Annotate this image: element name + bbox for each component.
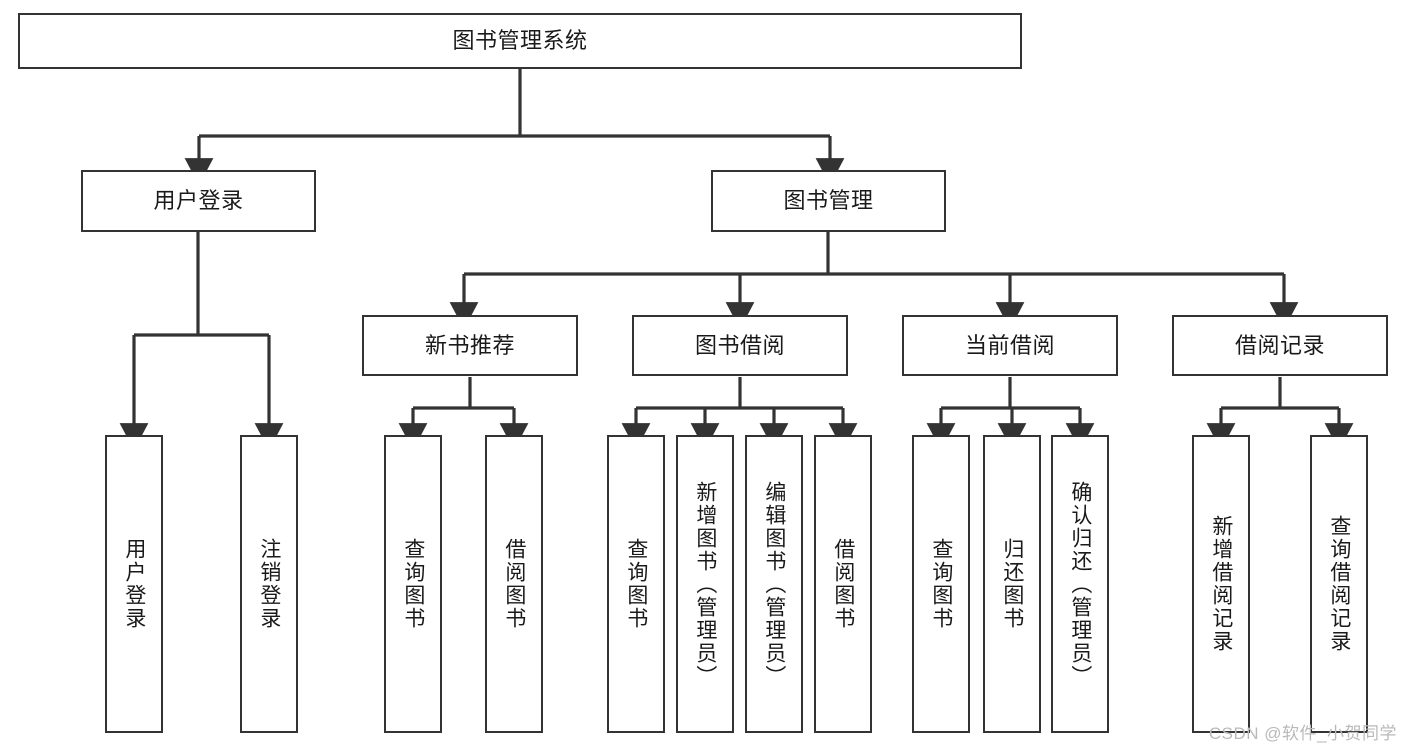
leaf-label: 用户登录 <box>122 538 146 630</box>
node-root[interactable]: 图书管理系统 <box>18 13 1022 69</box>
node-book-management-label: 图书管理 <box>783 188 874 214</box>
node-book-management[interactable]: 图书管理 <box>711 170 946 232</box>
leaf-query-book-current[interactable]: 查询图书 <box>912 435 970 733</box>
node-borrow-records[interactable]: 借阅记录 <box>1172 315 1388 376</box>
node-root-label: 图书管理系统 <box>452 28 588 54</box>
node-current-borrow[interactable]: 当前借阅 <box>902 315 1118 376</box>
leaf-borrow-book[interactable]: 借阅图书 <box>814 435 872 733</box>
leaf-return-book[interactable]: 归还图书 <box>983 435 1041 733</box>
leaf-query-book-new[interactable]: 查询图书 <box>384 435 442 733</box>
leaf-confirm-return-admin[interactable]: 确认归还（管理员） <box>1051 435 1109 733</box>
leaf-label: 查询图书 <box>401 538 425 630</box>
node-book-borrow[interactable]: 图书借阅 <box>632 315 848 376</box>
leaf-borrow-book-new[interactable]: 借阅图书 <box>485 435 543 733</box>
leaf-user-login[interactable]: 用户登录 <box>105 435 163 733</box>
leaf-add-book-admin[interactable]: 新增图书（管理员） <box>676 435 734 733</box>
leaf-label: 编辑图书（管理员） <box>762 480 786 688</box>
leaf-label: 查询图书 <box>624 538 648 630</box>
leaf-add-borrow-record[interactable]: 新增借阅记录 <box>1192 435 1250 733</box>
leaf-query-borrow-record[interactable]: 查询借阅记录 <box>1310 435 1368 733</box>
node-current-borrow-label: 当前借阅 <box>964 332 1055 358</box>
leaf-logout-login[interactable]: 注销登录 <box>240 435 298 733</box>
leaf-label: 查询图书 <box>929 538 953 630</box>
node-borrow-records-label: 借阅记录 <box>1234 332 1325 358</box>
node-user-login-label: 用户登录 <box>153 188 244 214</box>
leaf-label: 借阅图书 <box>502 538 526 630</box>
leaf-label: 新增图书（管理员） <box>693 480 717 688</box>
node-user-login[interactable]: 用户登录 <box>81 170 316 232</box>
leaf-label: 查询借阅记录 <box>1327 515 1351 653</box>
node-book-borrow-label: 图书借阅 <box>694 332 785 358</box>
leaf-label: 借阅图书 <box>831 538 855 630</box>
leaf-label: 注销登录 <box>257 538 281 630</box>
node-new-book-recommend[interactable]: 新书推荐 <box>362 315 578 376</box>
node-new-book-recommend-label: 新书推荐 <box>424 332 515 358</box>
leaf-edit-book-admin[interactable]: 编辑图书（管理员） <box>745 435 803 733</box>
csdn-watermark: CSDN @软件_小贺同学 <box>1208 724 1397 743</box>
leaf-query-book-borrow[interactable]: 查询图书 <box>607 435 665 733</box>
leaf-label: 新增借阅记录 <box>1209 515 1233 653</box>
leaf-label: 确认归还（管理员） <box>1068 480 1092 688</box>
leaf-label: 归还图书 <box>1000 538 1024 630</box>
